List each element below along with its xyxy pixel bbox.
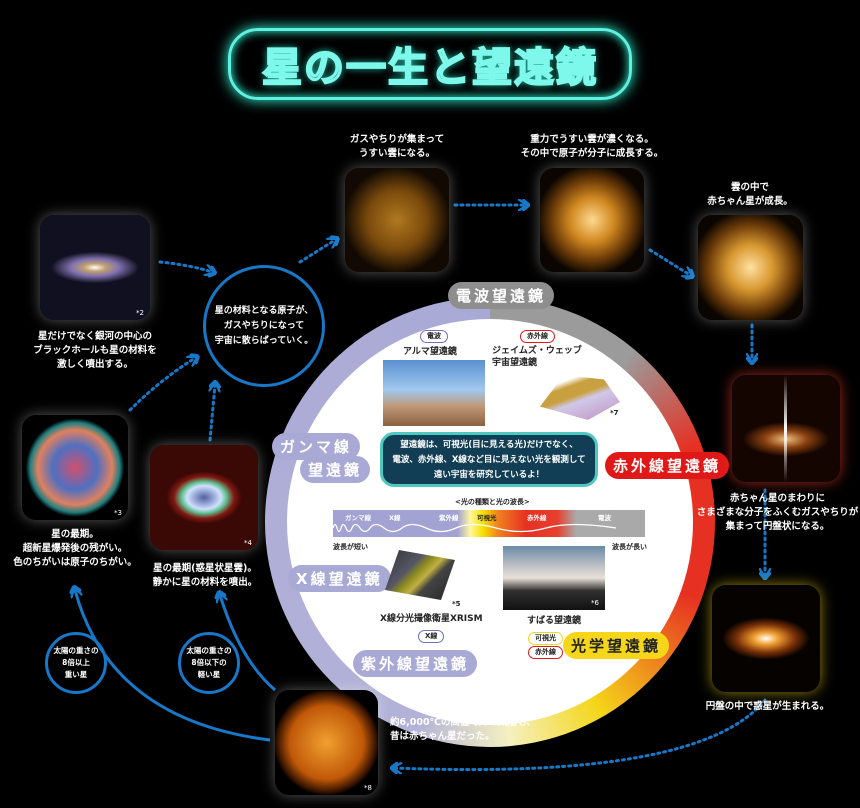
heavy-star-bubble: 太陽の重さの 8倍以上 重い星 <box>45 632 107 694</box>
band-visible: 可視光 <box>477 514 497 522</box>
disk-caption: 円盤の中で惑星が生まれる。 <box>705 701 830 712</box>
alma-band-tag: 電波 <box>420 330 448 343</box>
dense-cloud-image <box>540 168 644 272</box>
planetary-nebula-caption: 星の最期(惑星状星雲)。 静かに星の材料を噴出。 <box>152 563 258 588</box>
gas-cloud-image <box>345 168 449 272</box>
baby-star-image <box>698 215 803 320</box>
title-text: 星の一生と望遠鏡 <box>261 44 598 92</box>
band-uv: 紫外線 <box>439 514 459 522</box>
gamma-telescope-label: ガンマ線 <box>272 433 361 460</box>
radio-telescope-label: 電波望遠鏡 <box>448 282 555 309</box>
uv-telescope-label: 紫外線望遠鏡 <box>353 650 478 677</box>
band-xray: X線 <box>389 514 401 522</box>
subaru-visible-tag: 可視光 <box>528 632 563 645</box>
xrism-image <box>385 550 455 600</box>
jwst-band-tag: 赤外線 <box>520 330 555 343</box>
alma-name: アルマ望遠鏡 <box>403 347 457 357</box>
band-gamma: ガンマ線 <box>345 514 371 522</box>
speech-bubble: 望遠鏡は、可視光(目に見える光)だけでなく、 電波、赤外線、X線など目に見えない… <box>380 432 598 487</box>
spectrum-bar: ガンマ線 X線 紫外線 可視光 赤外線 電波 <box>333 510 645 537</box>
jet-caption: 赤ちゃん星のまわりに さまざまな分子をふくむガスやちりが 集まって円盤状になる。 <box>696 493 859 532</box>
galaxy-caption: 星だけでなく銀河の中心の ブラックホールも星の材料を 激しく噴出する。 <box>33 331 157 370</box>
jwst-name: ジェイムズ・ウェッブ 宇宙望遠鏡 <box>492 346 582 368</box>
xrism-name: X線分光撮像衛星XRISM <box>380 614 483 624</box>
dense-cloud-caption: 重力でうすい雲が濃くなる。 その中で原子が分子に成長する。 <box>520 134 664 159</box>
gamma-telescope-label-2: 望遠鏡 <box>300 456 371 483</box>
baby-star-caption: 雲の中で 赤ちゃん星が成長。 <box>707 182 793 207</box>
supernova-caption: 星の最期。 超新星爆発後の残がい。 色のちがいは原子のちがい。 <box>13 529 137 568</box>
galaxy-image: *2 <box>40 215 150 320</box>
atoms-scatter-bubble: 星の材料となる原子が、 ガスやちりになって 宇宙に散らばっていく。 <box>203 265 325 387</box>
short-wavelength-label: 波長が短い <box>333 543 368 551</box>
gas-cloud-caption: ガスやちりが集まって うすい雲になる。 <box>349 134 445 159</box>
long-wavelength-label: 波長が長い <box>612 543 647 551</box>
xray-telescope-label: X線望遠鏡 <box>288 565 391 592</box>
infrared-telescope-label: 赤外線望遠鏡 <box>605 452 730 479</box>
jet-image <box>732 375 840 482</box>
sun-image: *8 <box>275 690 378 795</box>
band-infrared: 赤外線 <box>527 514 547 522</box>
sun-credit: *8 <box>364 784 372 792</box>
subaru-infrared-tag: 赤外線 <box>528 646 563 659</box>
optical-telescope-label: 光学望遠鏡 <box>563 632 670 659</box>
subaru-name: すばる望遠鏡 <box>527 616 582 626</box>
planetary-nebula-credit: *4 <box>244 539 252 547</box>
spectrum-caption: <光の種類と光の波長> <box>455 498 530 506</box>
light-star-bubble: 太陽の重さの 8倍以下の 軽い星 <box>178 632 240 694</box>
xrism-credit: *5 <box>452 600 461 608</box>
xrism-band-tag: X線 <box>418 630 445 643</box>
supernova-credit: *3 <box>114 509 122 517</box>
protoplanetary-disk-image <box>712 585 820 692</box>
jwst-credit: *7 <box>610 409 619 417</box>
sun-caption: 約6,000℃の高温で輝く太陽も、 昔は赤ちゃん星だった。 <box>390 717 536 742</box>
band-radio: 電波 <box>598 514 611 522</box>
page-title: 星の一生と望遠鏡 <box>228 28 632 100</box>
alma-photo <box>383 360 485 426</box>
subaru-credit: *6 <box>591 599 599 607</box>
planetary-nebula-image: *4 <box>150 445 258 550</box>
wave-line <box>333 523 617 533</box>
subaru-photo: *6 <box>503 546 605 610</box>
galaxy-credit: *2 <box>136 309 144 317</box>
supernova-remnant-image: *3 <box>22 415 128 520</box>
